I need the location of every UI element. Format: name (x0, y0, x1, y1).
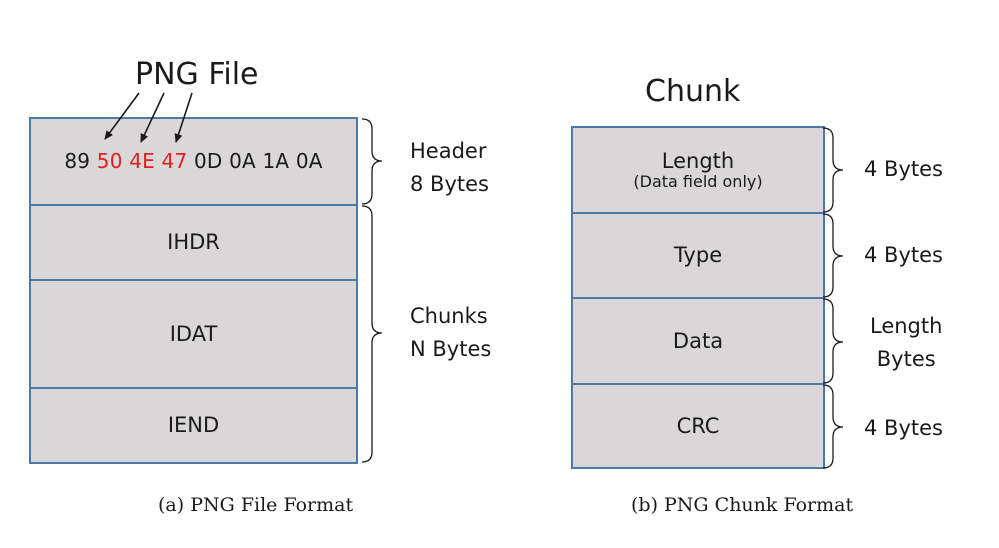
iend-box: IEND (29, 387, 358, 464)
chunks-size-label: Chunks N Bytes (410, 300, 491, 366)
chunks-brace (361, 205, 383, 463)
header-label-line1: Header (410, 139, 487, 163)
data-brace (822, 298, 844, 384)
header-byte-highlighted: 50 (96, 149, 123, 173)
crc-box: CRC (571, 383, 825, 469)
header-byte: 0A (295, 149, 323, 173)
idat-box: IDAT (29, 279, 358, 389)
header-box: 89 50 4E 47 0D 0A 1A 0A (29, 117, 358, 206)
left-caption: (a) PNG File Format (158, 494, 354, 516)
idat-label: IDAT (169, 321, 218, 346)
iend-label: IEND (167, 413, 220, 438)
arrow-to-byte-50 (104, 92, 140, 140)
arrow-to-byte-47 (174, 92, 193, 143)
header-byte: 0A (229, 149, 256, 173)
type-brace (822, 213, 844, 298)
header-brace (361, 118, 383, 205)
data-box: Data (571, 297, 825, 385)
length-sublabel: (Data field only) (633, 171, 763, 191)
data-size-line1: Length (870, 314, 943, 338)
length-brace (822, 127, 844, 213)
crc-label: CRC (676, 413, 720, 438)
length-size-label: 4 Bytes (864, 157, 943, 181)
length-label: Length (661, 148, 735, 173)
type-box: Type (571, 212, 825, 299)
arrow-to-byte-4e (140, 92, 165, 143)
header-size-label: Header 8 Bytes (410, 135, 489, 201)
chunks-label-line2: N Bytes (410, 337, 492, 361)
type-label: Type (673, 243, 723, 268)
png-file-title: PNG File (135, 57, 259, 92)
type-size-label: 4 Bytes (864, 243, 943, 267)
data-size-line2: Bytes (876, 347, 936, 371)
header-byte-highlighted: 4E (129, 149, 155, 173)
right-caption: (b) PNG Chunk Format (631, 494, 854, 516)
data-size-label: Length Bytes (870, 310, 942, 376)
crc-size-label: 4 Bytes (864, 416, 943, 440)
header-label-line2: 8 Bytes (410, 172, 489, 196)
header-byte: 89 (64, 149, 91, 173)
header-bytes: 89 50 4E 47 0D 0A 1A 0A (64, 150, 322, 173)
header-byte-highlighted: 47 (161, 149, 188, 173)
header-byte: 1A (262, 149, 290, 173)
chunk-title: Chunk (645, 74, 741, 109)
ihdr-label: IHDR (167, 230, 220, 255)
data-label: Data (672, 328, 724, 353)
crc-brace (822, 384, 844, 469)
chunks-label-line1: Chunks (410, 304, 488, 328)
header-byte: 0D (193, 149, 223, 173)
